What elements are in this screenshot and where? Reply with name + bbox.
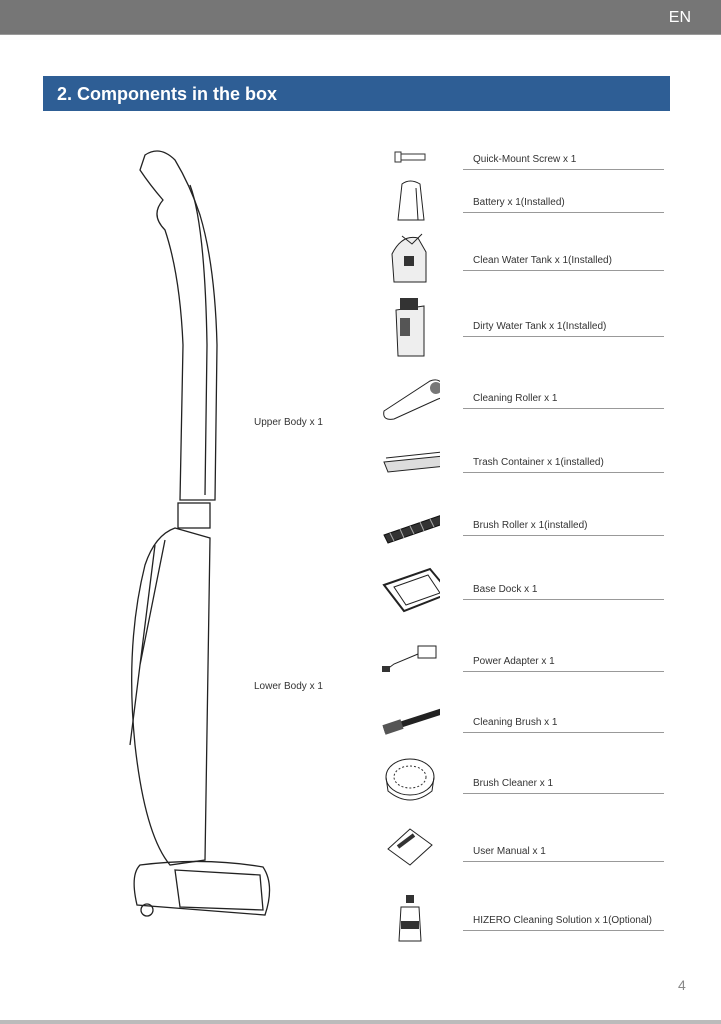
base-dock-icon bbox=[380, 565, 440, 615]
component-item: Cleaning Roller x 1 bbox=[463, 387, 664, 409]
clean-water-tank-icon bbox=[380, 230, 440, 286]
language-label: EN bbox=[668, 9, 691, 26]
component-item: Brush Roller x 1(installed) bbox=[463, 514, 664, 536]
cleaning-roller-icon bbox=[380, 375, 440, 421]
dirty-water-tank-icon bbox=[380, 296, 440, 360]
cleaning-solution-icon bbox=[380, 893, 440, 943]
component-item: Power Adapter x 1 bbox=[463, 650, 664, 672]
component-item: Trash Container x 1(installed) bbox=[463, 451, 664, 473]
component-item: User Manual x 1 bbox=[463, 840, 664, 862]
lower-body-label: Lower Body x 1 bbox=[254, 681, 323, 692]
component-item: HIZERO Cleaning Solution x 1(Optional) bbox=[463, 909, 664, 931]
component-item: Quick-Mount Screw x 1 bbox=[463, 148, 664, 170]
cleaning-brush-icon bbox=[380, 704, 440, 738]
screw-icon bbox=[380, 150, 440, 164]
trash-container-icon bbox=[380, 448, 440, 476]
component-item: Cleaning Brush x 1 bbox=[463, 711, 664, 733]
component-item: Dirty Water Tank x 1(Installed) bbox=[463, 315, 664, 337]
power-adapter-icon bbox=[380, 640, 440, 676]
bottom-divider bbox=[0, 1020, 721, 1024]
brush-cleaner-icon bbox=[380, 755, 440, 809]
vacuum-illustration-icon bbox=[129, 150, 271, 917]
page-number: 4 bbox=[678, 977, 686, 993]
upper-body-label: Upper Body x 1 bbox=[254, 417, 323, 428]
component-item: Clean Water Tank x 1(Installed) bbox=[463, 249, 664, 271]
user-manual-icon bbox=[380, 825, 440, 869]
component-item: Brush Cleaner x 1 bbox=[463, 772, 664, 794]
component-item: Battery x 1(Installed) bbox=[463, 191, 664, 213]
brush-roller-icon bbox=[380, 505, 440, 545]
top-bar: EN bbox=[0, 0, 721, 35]
battery-icon bbox=[380, 178, 440, 222]
component-item: Base Dock x 1 bbox=[463, 578, 664, 600]
section-title: 2. Components in the box bbox=[43, 76, 670, 111]
